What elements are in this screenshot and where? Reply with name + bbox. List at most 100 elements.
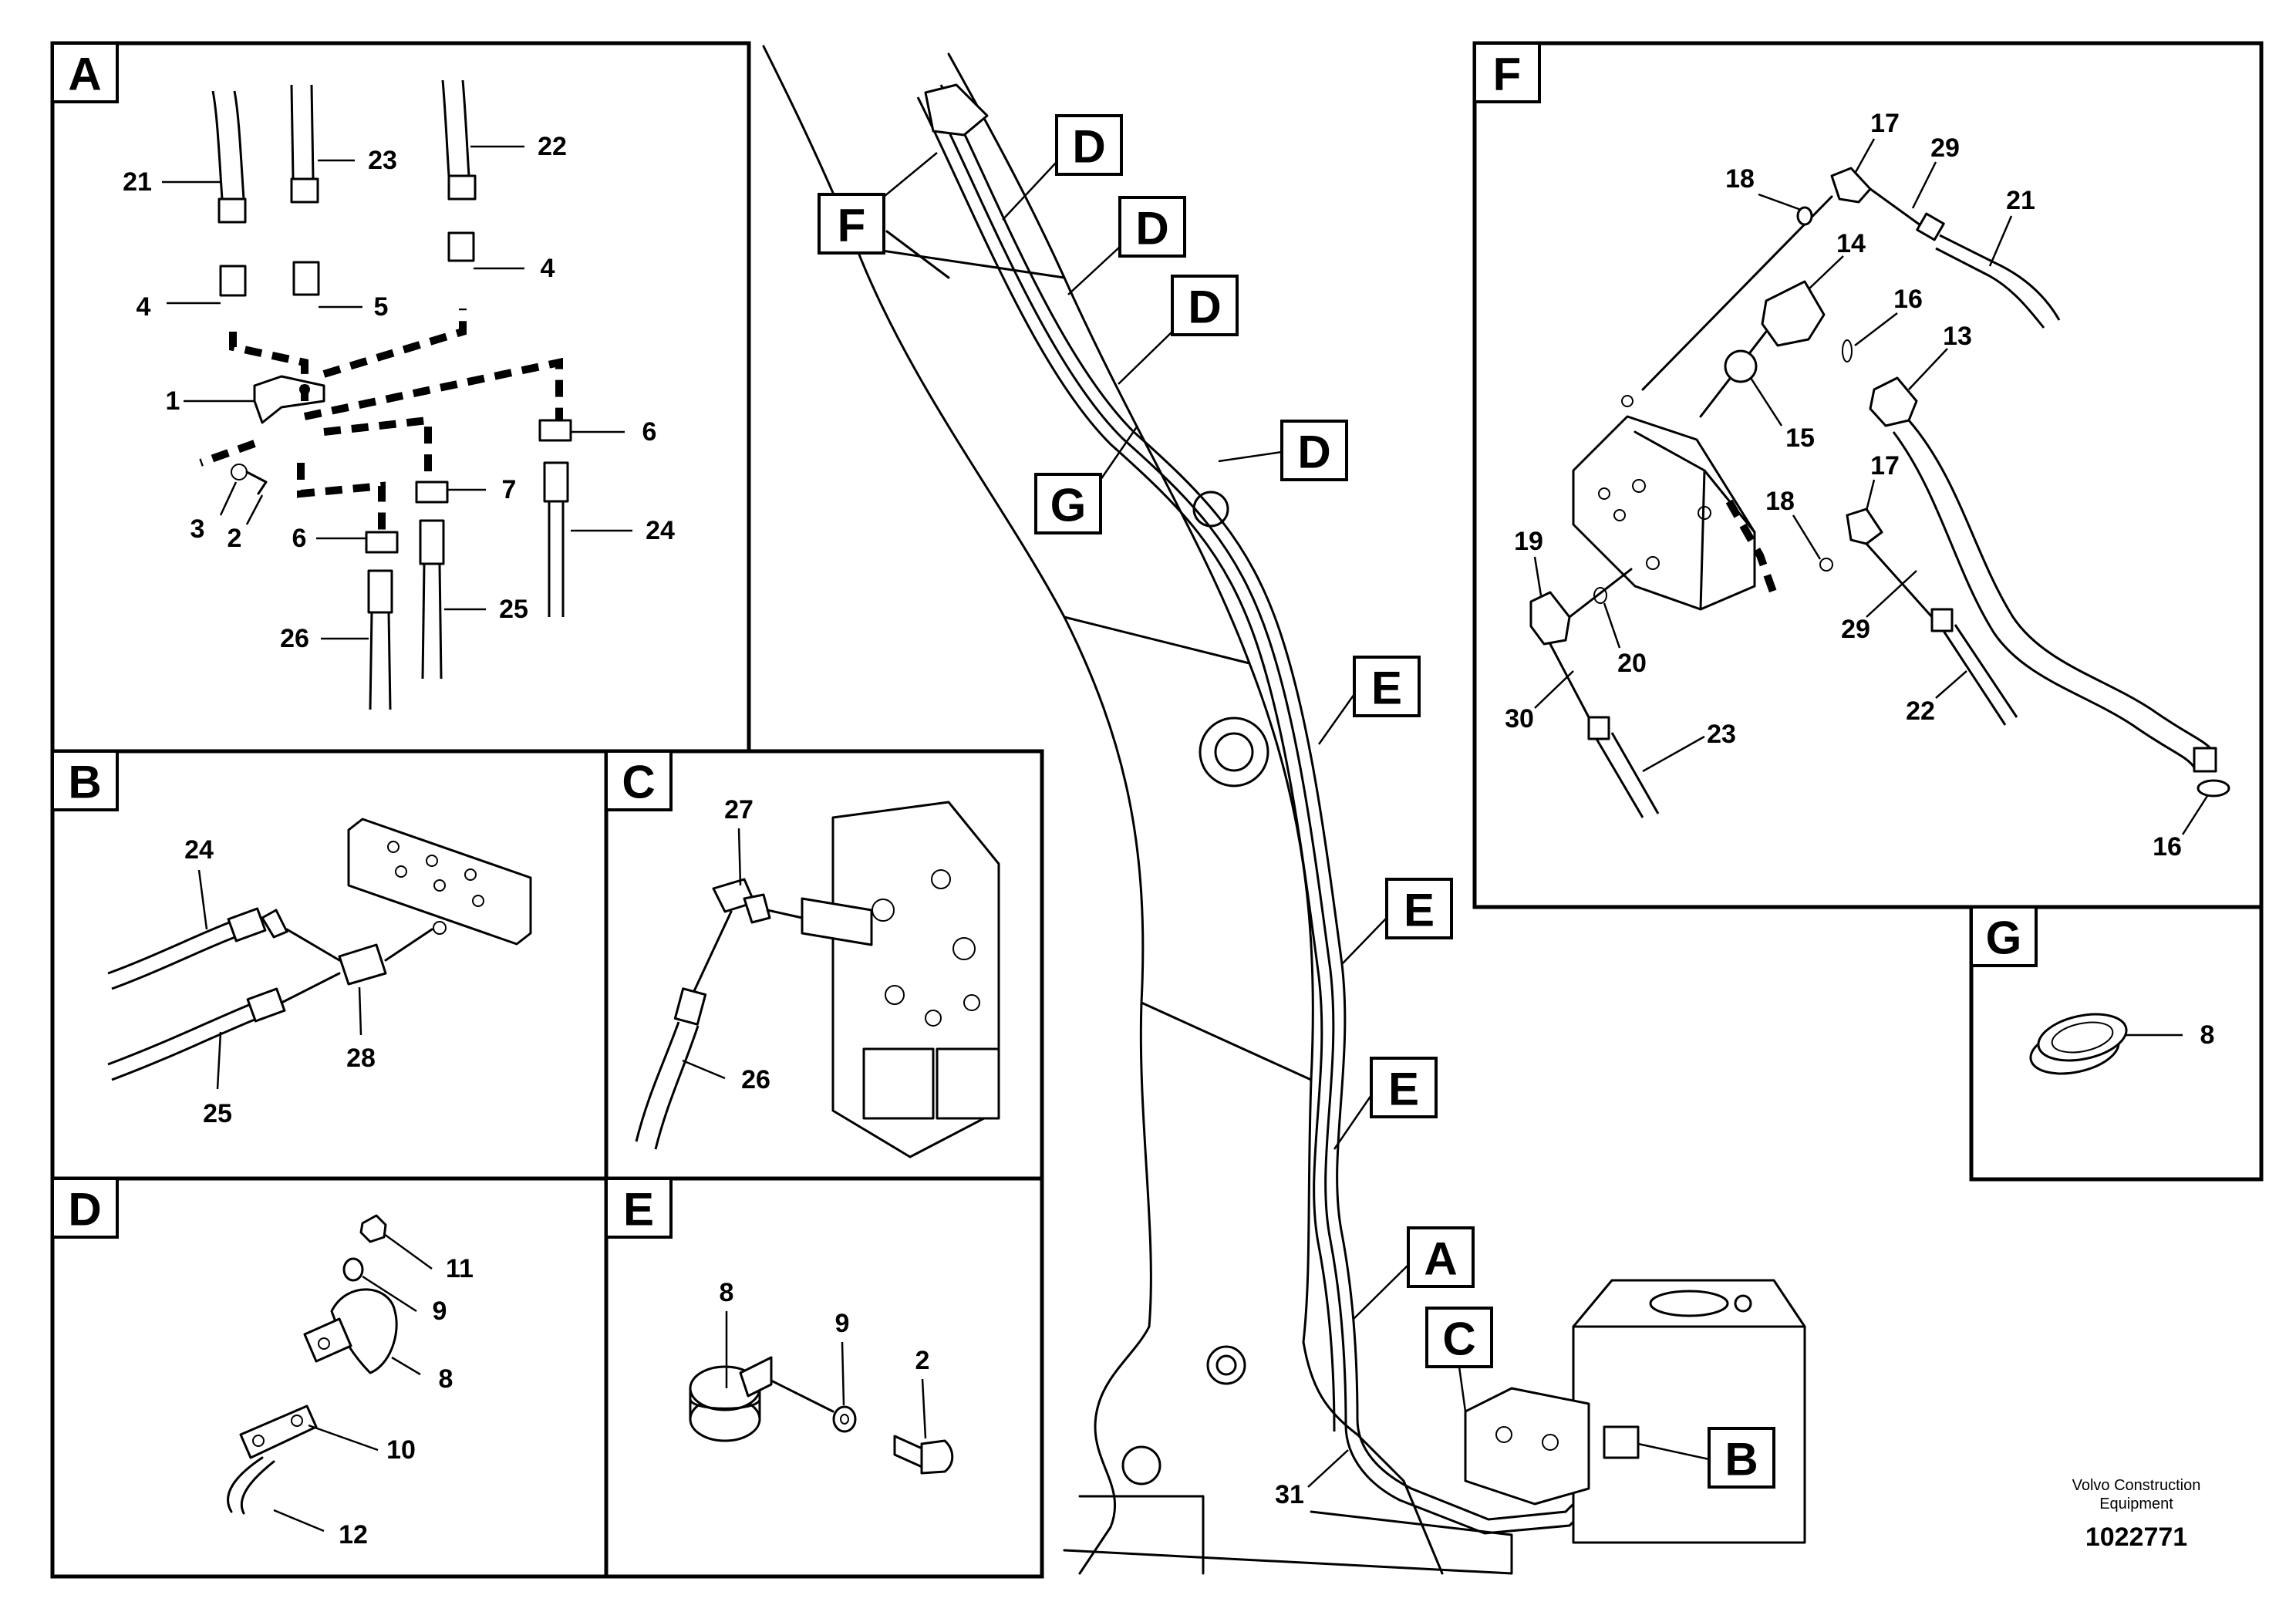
boom-callout-a: A: [1353, 1226, 1475, 1320]
part-number-label: 11: [446, 1254, 474, 1283]
part-number-label: 6: [642, 417, 657, 447]
callout-letter: B: [68, 757, 101, 808]
part-number-label: 1: [166, 386, 180, 416]
callout-letter: F: [1493, 49, 1522, 100]
part-number-label: 20: [1617, 649, 1647, 678]
panel-a-drawing: [199, 79, 572, 710]
part-number-label: 2: [228, 524, 242, 553]
part-number-label: 30: [1505, 704, 1534, 733]
part-number-label: 16: [2153, 832, 2182, 862]
part-number-label: 8: [720, 1278, 734, 1307]
part-number-label: 16: [1893, 285, 1923, 314]
boom-callout-g: G: [1034, 425, 1139, 534]
boom-callout-d2: D: [1067, 196, 1186, 295]
part-number-label: 15: [1785, 423, 1815, 453]
boom-callout-31: 31: [1275, 1449, 1349, 1509]
panel-g-drawing: [2029, 1013, 2128, 1075]
callout-letter: E: [1404, 885, 1435, 936]
callout-letter: E: [1388, 1064, 1419, 1115]
panel-g-callouts: 8: [2125, 1020, 2214, 1050]
part-number-label: 9: [433, 1297, 447, 1326]
part-number-label: 27: [724, 795, 754, 824]
callout-letter: E: [623, 1184, 654, 1236]
callout-letter: A: [68, 49, 101, 100]
part-number-label: 17: [1870, 451, 1900, 481]
part-number-label: 29: [1841, 615, 1870, 644]
panel-e-callouts: 8 9 2: [720, 1278, 930, 1439]
callout-letter: G: [1986, 912, 2022, 964]
panel-b-drawing: [107, 818, 532, 1081]
part-number-label: 21: [2006, 186, 2035, 215]
part-number-label: 21: [123, 167, 152, 197]
boom-callout-e2: E: [1341, 878, 1453, 965]
part-number-label: 23: [368, 146, 397, 175]
boom-callout-f: F: [818, 152, 938, 255]
boom-callout-e3: E: [1333, 1057, 1438, 1150]
part-number-label: 28: [346, 1044, 376, 1073]
callout-letter: D: [1297, 427, 1330, 478]
footer-company-line2: Equipment: [2099, 1496, 2173, 1512]
panel-g-label: G: [1970, 905, 2038, 967]
part-number-label: 26: [280, 624, 309, 653]
part-number-label: 25: [499, 595, 528, 624]
part-number-label: 4: [541, 254, 555, 283]
panel-e-drawing: [689, 1356, 954, 1475]
boom-callout-d4: D: [1218, 420, 1348, 481]
part-number-label: 7: [502, 475, 517, 504]
callout-letter: D: [1135, 203, 1168, 255]
boom-callout-d1: D: [1002, 114, 1123, 221]
drawing-number: 1022771: [2085, 1523, 2187, 1552]
panel-f-frame: [1472, 41, 2264, 909]
part-number-label: 6: [292, 524, 307, 553]
part-number-label: 22: [538, 132, 567, 161]
callout-letter: D: [68, 1184, 101, 1236]
panel-c-callouts: 27 26: [682, 795, 770, 1094]
panel-c-drawing: [635, 801, 1000, 1158]
footer-company-line1: Volvo Construction: [2072, 1477, 2201, 1494]
panel-f-label: F: [1473, 42, 1541, 103]
part-number-label: 2: [915, 1346, 930, 1375]
boom-callout-e1: E: [1317, 656, 1421, 745]
part-number-label: 24: [184, 835, 214, 865]
callout-letter: F: [838, 200, 866, 251]
boom-callout-b: B: [1637, 1427, 1775, 1489]
callout-letter: E: [1371, 663, 1402, 714]
callout-letter: G: [1050, 480, 1087, 531]
boom-callout-c: C: [1425, 1307, 1493, 1412]
part-number-label: 17: [1870, 109, 1900, 138]
part-number-label: 9: [835, 1309, 850, 1338]
part-number-label: 18: [1725, 164, 1755, 194]
panel-b-label: B: [51, 750, 119, 811]
panel-d-drawing: [227, 1214, 398, 1515]
boom-callout-d3: D: [1118, 275, 1239, 385]
panel-a-label: A: [51, 42, 119, 103]
panel-c-label: C: [605, 750, 673, 811]
part-number-label: 31: [1275, 1480, 1304, 1509]
panel-e-label: E: [605, 1177, 673, 1239]
part-number-label: 4: [137, 292, 151, 322]
part-number-label: 8: [439, 1364, 453, 1394]
panel-e-frame: [604, 1176, 1044, 1579]
part-number-label: 3: [190, 514, 205, 544]
panel-f-drawing: [1529, 167, 2230, 818]
part-number-label: 13: [1943, 322, 1972, 351]
part-number-label: 5: [374, 292, 389, 322]
panel-b-frame: [50, 749, 609, 1181]
part-number-label: 18: [1765, 487, 1795, 516]
part-number-label: 26: [741, 1065, 770, 1094]
panel-a-callouts: 21 23 22 4 5 4 1 6 7 6 3 2 24 25 26: [123, 132, 675, 653]
panel-b-callouts: 24 25 28: [184, 835, 376, 1128]
part-number-label: 14: [1836, 229, 1866, 258]
panel-g-frame: [1969, 905, 2264, 1182]
panel-d-callouts: 11 9 8 10 12: [273, 1233, 474, 1549]
part-number-label: 10: [386, 1435, 416, 1465]
part-number-label: 29: [1930, 133, 1960, 163]
callout-letter: C: [1442, 1313, 1475, 1365]
panel-d-frame: [50, 1176, 609, 1579]
part-number-label: 19: [1514, 527, 1543, 556]
part-number-label: 12: [339, 1520, 368, 1549]
callout-letter: B: [1725, 1434, 1758, 1485]
callout-letter: D: [1188, 282, 1221, 333]
callout-letter: D: [1072, 121, 1105, 173]
